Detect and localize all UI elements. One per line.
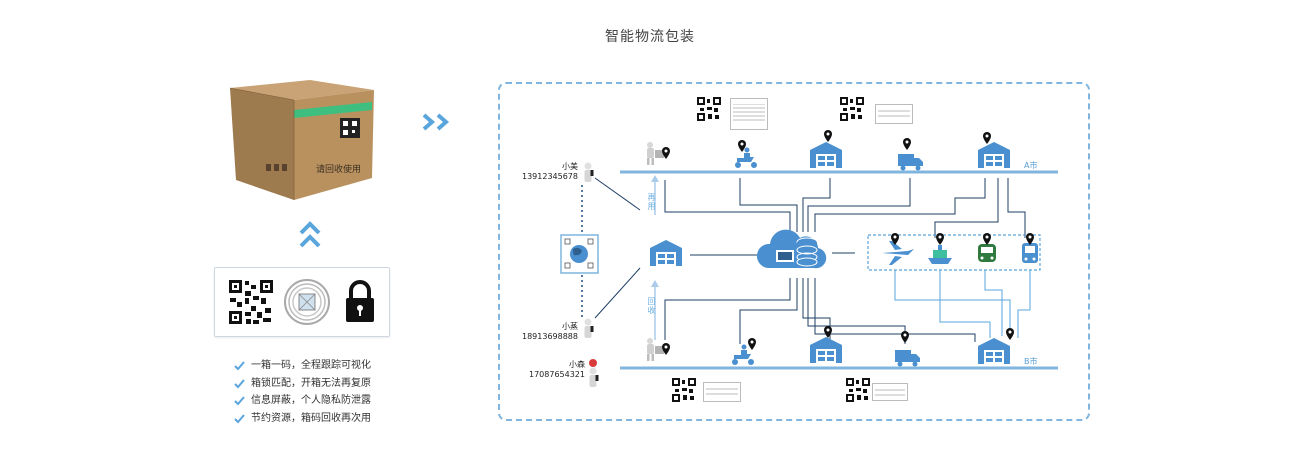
- location-pin-icon: [903, 138, 911, 150]
- truck-icon: [895, 350, 920, 367]
- courier-scooter-icon: [735, 147, 757, 168]
- train-icon: [978, 233, 996, 262]
- qr-code-icon: [840, 97, 864, 121]
- cardboard-box-image: [222, 80, 382, 205]
- globe-tracker: [560, 234, 599, 274]
- feature-item: 节约资源，箱码回收再次用: [234, 410, 371, 428]
- sender-contact: 小美 13912345678: [520, 162, 578, 182]
- qr-code-icon: [672, 378, 696, 402]
- qr-info-card: [875, 104, 913, 124]
- city-b-warehouse-icon: [978, 338, 1010, 364]
- double-chevron-up-icon: [299, 220, 321, 250]
- qr-code-icon: [229, 280, 273, 324]
- feature-text: 信息屏蔽，个人隐私防泄露: [251, 395, 371, 406]
- logistics-flow-frame: [498, 82, 1090, 421]
- person-sender-icon: [584, 162, 594, 182]
- sender-name: 小美: [562, 162, 578, 171]
- rfid-coil-icon: [284, 279, 330, 325]
- ship-icon: [928, 233, 952, 264]
- city-a-warehouse-icon: [978, 142, 1010, 168]
- warehouse-icon: [810, 142, 842, 168]
- person-recycler-icon: [584, 318, 594, 338]
- feature-item: 一箱一码，全程跟踪可视化: [234, 357, 371, 375]
- qr-info-card: [872, 383, 908, 401]
- database-icon: [796, 237, 818, 267]
- receiver-worker-icon: [647, 338, 664, 361]
- tech-feature-panel: [214, 267, 390, 337]
- reuse-label: 再用: [647, 193, 656, 211]
- location-pin-icon: [1006, 328, 1014, 340]
- packer-worker-icon: [647, 142, 664, 165]
- courier-contact: 小森 17087654321: [525, 360, 585, 380]
- feature-item: 箱锁匹配，开箱无法再复原: [234, 375, 371, 393]
- qr-code-icon: [846, 378, 870, 402]
- check-icon: [234, 361, 245, 371]
- truck-icon: [898, 154, 923, 171]
- feature-text: 一箱一码，全程跟踪可视化: [251, 360, 371, 371]
- location-pin-icon: [901, 331, 909, 343]
- person-courier-icon: [589, 359, 599, 387]
- page-title: 智能物流包装: [605, 29, 695, 45]
- check-icon: [234, 396, 245, 406]
- double-chevron-right-icon: [421, 113, 453, 131]
- plane-icon: [882, 233, 914, 265]
- recycler-contact: 小蒸 18913698888: [520, 322, 578, 342]
- location-pin-icon: [748, 338, 756, 350]
- location-pin-icon: [824, 130, 832, 142]
- qr-code-icon: [697, 97, 721, 121]
- lock-icon: [346, 280, 374, 322]
- courier-name: 小森: [569, 360, 585, 369]
- recycler-phone: 18913698888: [522, 332, 578, 341]
- check-icon: [234, 414, 245, 424]
- city-a-label: A市: [1024, 161, 1038, 170]
- feature-text: 箱锁匹配，开箱无法再复原: [251, 377, 371, 389]
- warehouse-icon: [810, 337, 842, 363]
- sender-phone: 13912345678: [522, 172, 578, 181]
- box-recycle-label: 请回收使用: [316, 165, 362, 175]
- recycler-name: 小蒸: [562, 322, 578, 331]
- courier-phone: 17087654321: [529, 370, 585, 379]
- recycle-label: 回收: [647, 297, 656, 315]
- check-icon: [234, 379, 245, 389]
- feature-list: 一箱一码，全程跟踪可视化 箱锁匹配，开箱无法再复原 信息屏蔽，个人隐私防泄露 节…: [234, 357, 371, 427]
- feature-text: 节约资源，箱码回收再次用: [251, 412, 371, 424]
- city-b-label: B市: [1024, 357, 1038, 366]
- hub-warehouse-icon: [650, 240, 682, 266]
- qr-info-card: [703, 382, 741, 402]
- bus-icon: [1022, 233, 1038, 263]
- location-pin-icon: [983, 132, 991, 144]
- feature-item: 信息屏蔽，个人隐私防泄露: [234, 392, 371, 410]
- location-pin-icon: [824, 326, 832, 338]
- qr-info-card: [730, 98, 768, 130]
